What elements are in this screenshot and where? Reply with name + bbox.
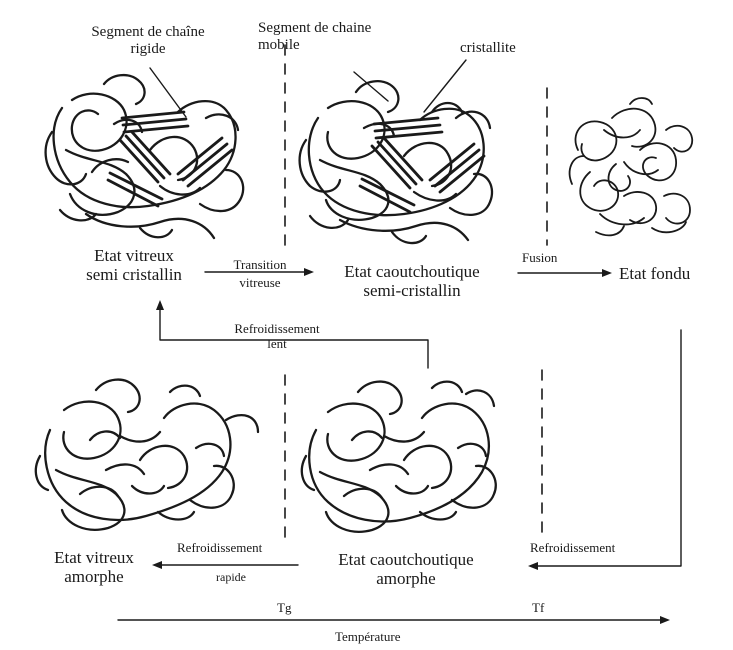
state-melt: Etat fondu [619, 264, 690, 283]
slow-cooling-label: Refroidissement lent [202, 322, 352, 351]
mobile-segment-label: Segment de chaine mobile [258, 20, 438, 54]
fusion-arrowhead [602, 269, 612, 277]
melt-tangle [570, 98, 693, 235]
axis-temperature-label: Température [335, 630, 401, 645]
fusion-label: Fusion [522, 251, 557, 266]
slow-cooling-arrowhead [156, 300, 164, 310]
right-cooling-arrowhead [528, 562, 538, 570]
fast-cooling-label-top: Refroidissement [177, 541, 262, 556]
glass-transition-label: Transition vitreuse [212, 256, 308, 292]
state-glassy-semicrystalline: Etat vitreux semi cristallin [54, 246, 214, 284]
axis-tg-label: Tg [277, 601, 291, 616]
right-cooling-label: Refroidissement [530, 541, 615, 556]
mobile-segment-pointer [354, 72, 388, 101]
crystallite-label: cristallite [460, 40, 516, 57]
rigid-segment-label: Segment de chaîne rigide [78, 24, 218, 58]
rubbery-semicrystalline-tangle [300, 81, 492, 243]
axis-tf-label: Tf [532, 601, 544, 616]
right-cooling-path [532, 330, 681, 566]
state-rubbery-amorphous: Etat caoutchoutique amorphe [306, 550, 506, 588]
temperature-axis-arrowhead [660, 616, 670, 624]
state-rubbery-semicrystalline: Etat caoutchoutique semi-cristallin [312, 262, 512, 300]
glassy-amorphous-tangle [36, 380, 258, 530]
rubbery-amorphous-tangle [302, 382, 496, 532]
state-glassy-amorphous: Etat vitreux amorphe [34, 548, 154, 586]
fast-cooling-label-bottom: rapide [216, 571, 246, 584]
glassy-semicrystalline-tangle [46, 75, 244, 238]
